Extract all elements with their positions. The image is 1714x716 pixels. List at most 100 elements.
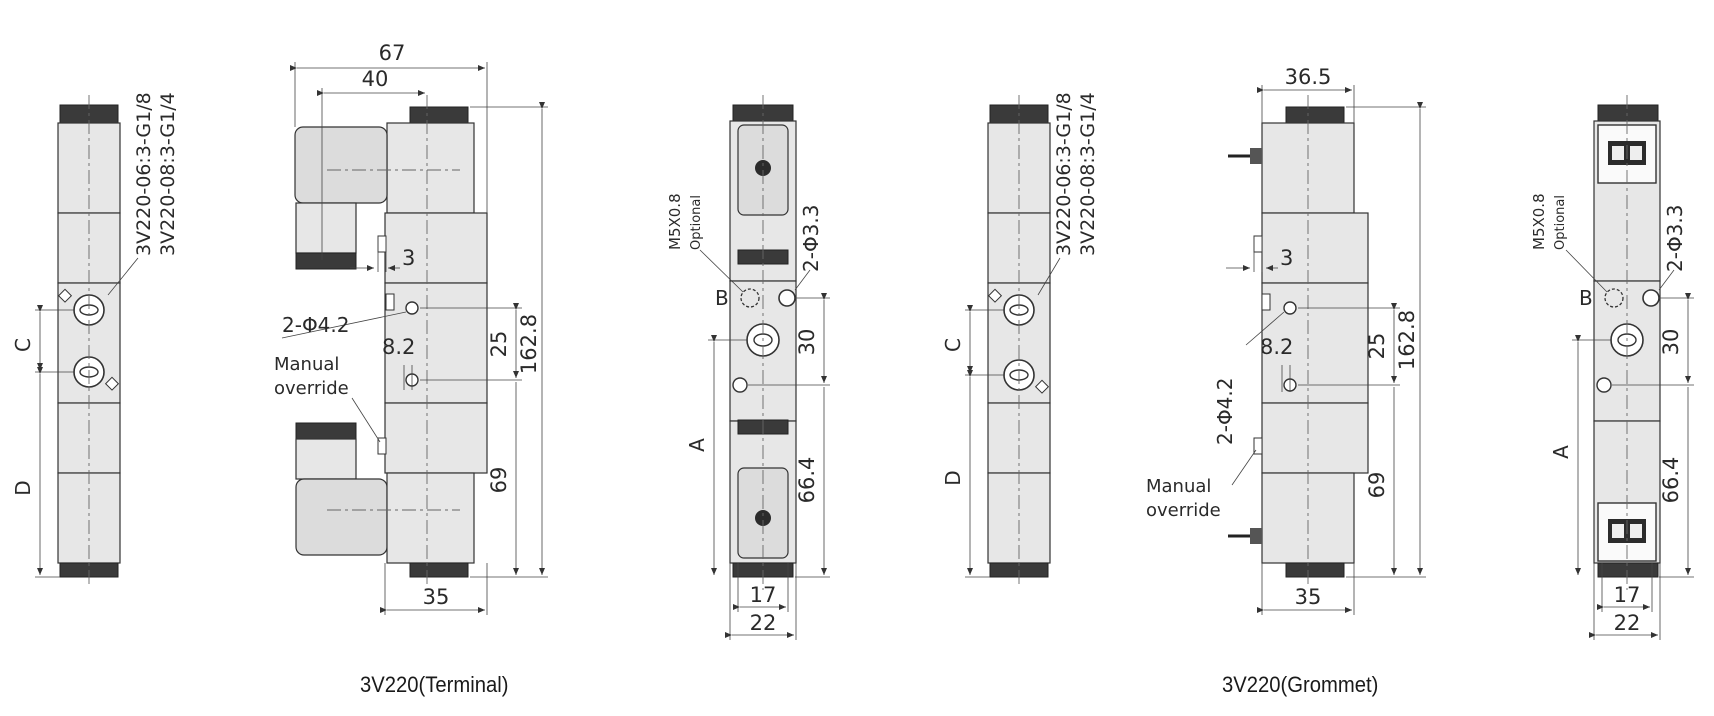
label-c: C [11, 338, 35, 352]
bottom-nut [1597, 562, 1659, 578]
valve-block [384, 212, 488, 284]
model-label-1: 3V220-06:3-G1/8 [133, 92, 155, 256]
m5-label: M5X0.8 [1530, 193, 1548, 250]
valve-body [1261, 282, 1369, 404]
dim-2phi42-label: 2-Φ4.2 [1213, 378, 1237, 446]
port-b-optional [1604, 288, 1624, 308]
grommet-top [1250, 148, 1262, 164]
bottom-terminal-box [295, 478, 388, 556]
caption-grommet: 3V220(Grommet) [1222, 672, 1379, 697]
top-nut [1285, 106, 1345, 124]
plug-nut [295, 252, 357, 270]
dim-40-label: 40 [362, 67, 389, 91]
dim-69-label: 69 [1365, 472, 1389, 499]
terminal-plug [295, 202, 357, 254]
label-c: C [941, 338, 965, 352]
leader-line [1658, 269, 1675, 291]
leader-line [1037, 257, 1061, 296]
mount-hole [1283, 301, 1297, 315]
grommet-bottom [1250, 528, 1262, 544]
leader-line [281, 311, 407, 339]
optional-label: Optional [1553, 195, 1568, 250]
caption-terminal: 3V220(Terminal) [360, 672, 509, 697]
top-nut [409, 106, 469, 124]
bottom-nut [1285, 562, 1345, 578]
leader-line [351, 397, 381, 443]
dim-2phi42-label: 2-Φ4.2 [282, 313, 350, 337]
leader-line [107, 257, 139, 296]
connector-pin [1630, 524, 1642, 538]
leader-line [1245, 311, 1285, 346]
dim-1628-label: 162.8 [1395, 310, 1419, 370]
leader-line [699, 249, 744, 293]
valve-block [1261, 212, 1369, 284]
manual-label-2: override [274, 378, 349, 399]
model-label-2: 3V220-08:3-G1/4 [1077, 92, 1099, 256]
model-label-2: 3V220-08:3-G1/4 [157, 92, 179, 256]
dim-22-label: 22 [1614, 611, 1641, 635]
dim-82-label: 8.2 [1260, 335, 1293, 359]
diamond-marker [104, 376, 120, 391]
dim-25-label: 25 [1365, 333, 1389, 360]
dim-25-label: 25 [487, 331, 511, 358]
diamond-marker [1034, 379, 1050, 394]
manual-override [1253, 235, 1263, 253]
label-a: A [685, 438, 709, 452]
leader-line [1565, 249, 1608, 293]
manual-label-1: Manual [1146, 476, 1211, 497]
valve-body [384, 282, 488, 404]
view-terminal-end: B M5X0.8 Optional 2-Φ3.3 30 66.4 A 17 22 [666, 95, 830, 640]
bottom-coil [386, 472, 475, 564]
dim-35-label: 35 [1295, 585, 1322, 609]
manual-override [377, 235, 387, 253]
dim-664-label: 66.4 [795, 457, 819, 504]
diamond-marker [57, 288, 73, 303]
manual-label-1: Manual [274, 354, 339, 375]
view-terminal-front: C D 3V220-06:3-G1/8 3V220-08:3-G1/4 [11, 92, 179, 585]
dim-664-label: 66.4 [1659, 457, 1683, 504]
dim-2phi33-label: 2-Φ3.3 [1663, 205, 1687, 273]
plug-nut [295, 422, 357, 440]
dim-30-label: 30 [795, 329, 819, 356]
manual-override [385, 293, 395, 311]
label-b: B [715, 286, 729, 310]
connector-pin [1630, 146, 1642, 160]
port-b-optional [740, 288, 760, 308]
top-nut [1597, 104, 1659, 122]
dim-17-label: 17 [750, 583, 777, 607]
bottom-nut [409, 562, 469, 578]
view-grommet-front: C D 3V220-06:3-G1/8 3V220-08:3-G1/4 [941, 92, 1099, 585]
manual-override [1253, 437, 1263, 455]
screw-icon [755, 510, 771, 526]
dim-22-label: 22 [750, 611, 777, 635]
connector-pin [1612, 524, 1624, 538]
mount-hole [1596, 377, 1612, 393]
dim-30-label: 30 [1659, 329, 1683, 356]
valve-block-lower [1261, 402, 1369, 474]
dim-35-label: 35 [423, 585, 450, 609]
m5-label: M5X0.8 [666, 193, 684, 250]
manual-label-2: override [1146, 500, 1221, 521]
optional-label: Optional [689, 195, 704, 250]
dim-2phi33-label: 2-Φ3.3 [799, 205, 823, 273]
valve-block-lower [384, 402, 488, 474]
manual-override [1261, 293, 1271, 311]
dim-3-label: 3 [402, 246, 415, 270]
label-b: B [1579, 286, 1593, 310]
manual-override [377, 437, 387, 455]
label-a: A [1549, 445, 1573, 459]
connector-pin [1612, 146, 1624, 160]
model-label-1: 3V220-06:3-G1/8 [1053, 92, 1075, 256]
screw-icon [755, 160, 771, 176]
leader-line [794, 269, 811, 291]
top-coil [386, 122, 475, 214]
label-d: D [11, 480, 35, 495]
dim-3-label: 3 [1280, 246, 1293, 270]
view-terminal-side: 67 40 3 2-Φ4.2 8.2 25 162.8 69 35 [274, 41, 548, 615]
view-grommet-side: 36.5 3 2-Φ4.2 8.2 25 162.8 69 35 Manual … [1146, 65, 1426, 615]
mount-hole [1642, 289, 1660, 307]
mount-hole [732, 377, 748, 393]
dim-17-label: 17 [1614, 583, 1641, 607]
diamond-marker [987, 288, 1003, 303]
